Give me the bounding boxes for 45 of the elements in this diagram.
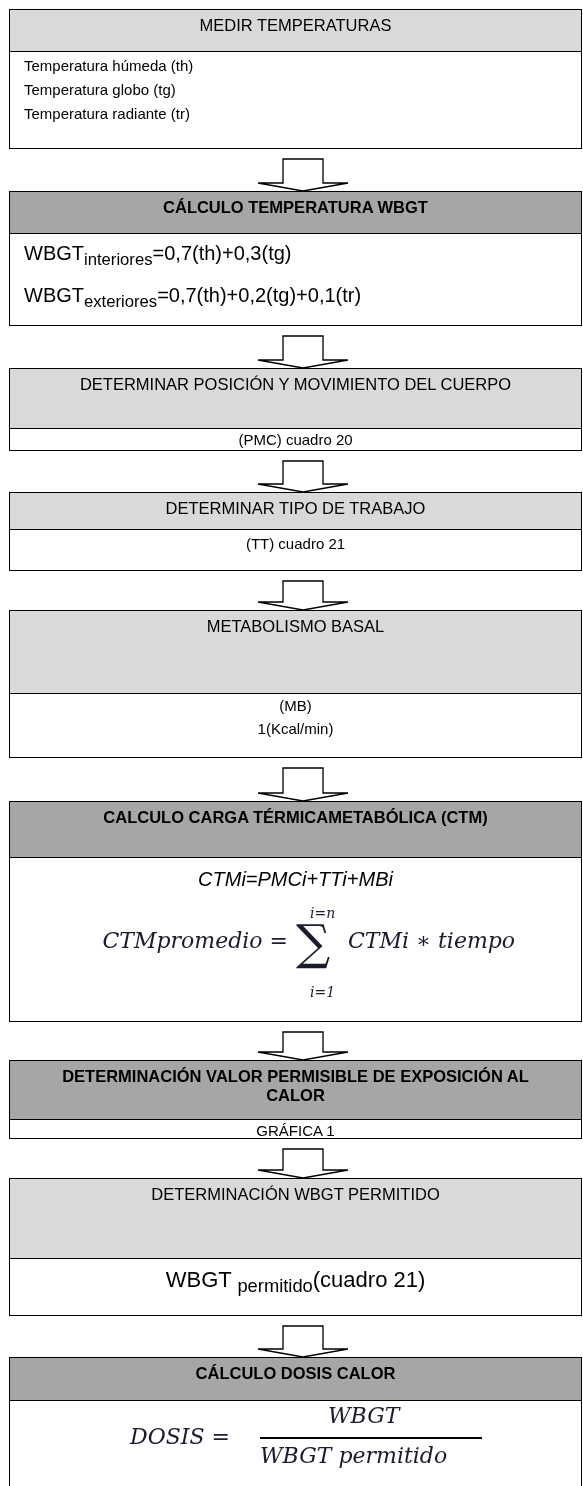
- formula-text: CTMi=PMCi+TTi+MBi: [197, 868, 395, 891]
- step-heading: DETERMINAR TIPO DE TRABAJO: [10, 493, 581, 530]
- step-box: [9, 1060, 582, 1139]
- step-box: [9, 492, 582, 571]
- step-heading: DETERMINACIÓN WBGT PERMITIDO: [10, 1179, 581, 1259]
- step-heading: DETERMINAR POSICIÓN Y MOVIMIENTO DEL CUERPO: [10, 369, 581, 429]
- body-text: Temperatura húmeda (th): [24, 57, 194, 74]
- step-box: [9, 1357, 582, 1486]
- formula-text: CTMi ∗ tiempo: [348, 928, 516, 953]
- body-text: Temperatura radiante (tr): [24, 105, 190, 122]
- body-text: (TT) cuadro 21: [244, 535, 347, 552]
- body-text: GRÁFICA 1: [255, 1122, 336, 1139]
- block-arrow: [257, 460, 349, 493]
- step-box: [9, 801, 582, 1022]
- block-arrow: [257, 1148, 349, 1179]
- step-heading: CÁLCULO DOSIS CALOR: [10, 1358, 581, 1401]
- formula-text: CTMpromedio =: [102, 928, 288, 953]
- body-text: 1(Kcal/min): [256, 720, 335, 737]
- block-arrow: [257, 158, 349, 192]
- block-arrow: [257, 580, 349, 611]
- step-box: [9, 191, 582, 326]
- formula-text: DOSIS =: [130, 1424, 230, 1449]
- block-arrow: [257, 767, 349, 802]
- body-text: WBGT$_{exteriores}$=0,7(th)+0,2(tg)+0,1(tr): [24, 284, 362, 312]
- body-text: Temperatura globo (tg): [24, 81, 176, 98]
- formula-text: WBGT permitido: [260, 1443, 448, 1468]
- formula-text: WBGT: [328, 1403, 400, 1428]
- formula-text: i=n: [310, 905, 336, 921]
- step-box: [9, 1178, 582, 1316]
- step-box: [9, 9, 582, 149]
- body-text: WBGT $_{permitido}$(cuadro 21): [164, 1267, 427, 1298]
- block-arrow: [257, 1325, 349, 1358]
- block-arrow: [257, 335, 349, 369]
- step-heading: MEDIR TEMPERATURAS: [10, 10, 581, 52]
- step-box: [9, 368, 582, 451]
- step-box: [9, 610, 582, 758]
- step-heading: CÁLCULO TEMPERATURA WBGT: [10, 192, 581, 234]
- body-text: (PMC) cuadro 20: [237, 431, 354, 448]
- body-text: (MB): [278, 697, 313, 714]
- step-heading: DETERMINACIÓN VALOR PERMISIBLE DE EXPOSICIÓN AL CALOR: [10, 1061, 581, 1120]
- body-text: WBGT$_{interiores}$=0,7(th)+0,3(tg): [24, 242, 292, 270]
- formula-text: i=1: [310, 984, 336, 1000]
- step-heading: CALCULO CARGA TÉRMICAMETABÓLICA (CTM): [10, 802, 581, 858]
- block-arrow: [257, 1031, 349, 1061]
- step-heading: METABOLISMO BASAL: [10, 611, 581, 694]
